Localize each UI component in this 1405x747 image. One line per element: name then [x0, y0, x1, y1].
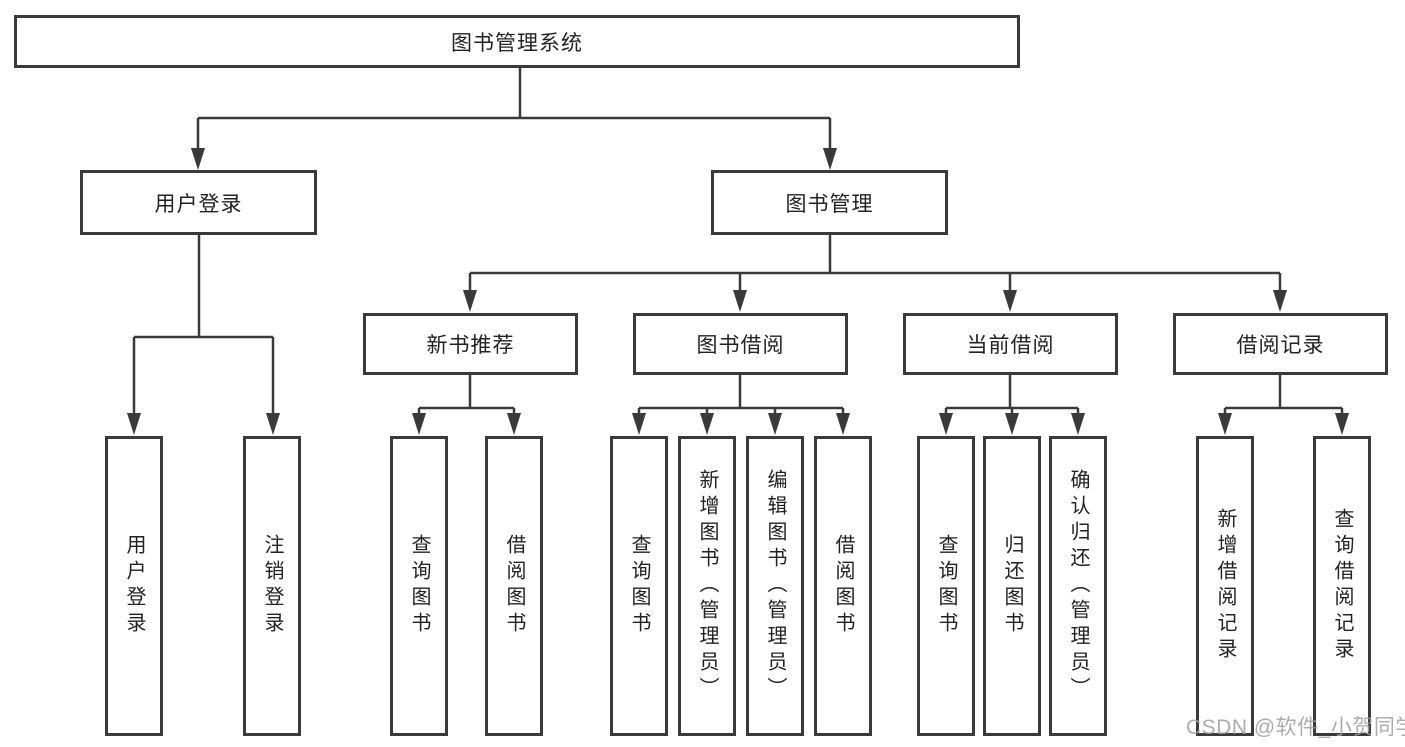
connector-bookmgmt-to-level3	[468, 235, 1282, 291]
leaf-user-login: 用户登录	[105, 436, 163, 736]
leaf-br-add-borrow-record-label: 新增借阅记录	[1214, 508, 1236, 664]
new-book-recommendation-label: 新书推荐	[426, 334, 515, 357]
leaf-cb-query-books-label: 查询图书	[935, 534, 957, 638]
arrowhead-icon	[700, 413, 714, 435]
node-current-borrowing: 当前借阅	[903, 313, 1118, 375]
leaf-br-query-borrow-record: 查询借阅记录	[1313, 436, 1371, 736]
arrowhead-icon	[191, 148, 205, 170]
arrowhead-icon	[463, 290, 477, 312]
connector-records-to-leaves	[1223, 375, 1344, 414]
arrowhead-icon	[939, 413, 953, 435]
leaf-cb-query-books: 查询图书	[917, 436, 975, 736]
connector-newbook-to-leaves	[417, 375, 516, 414]
user-login-label: 用户登录	[154, 192, 243, 216]
arrowhead-icon	[836, 413, 850, 435]
arrowhead-icon	[127, 413, 141, 435]
leaf-logout: 注销登录	[243, 436, 301, 736]
connector-bookborrow-to-leaves	[637, 375, 845, 414]
leaf-user-login-label: 用户登录	[123, 534, 145, 638]
book-management-label: 图书管理	[785, 192, 874, 216]
arrowhead-icon	[1335, 413, 1349, 435]
arrowhead-icon	[1005, 413, 1019, 435]
leaf-br-query-borrow-record-label: 查询借阅记录	[1331, 508, 1353, 664]
leaf-bb-borrow-books: 借阅图书	[814, 436, 872, 736]
leaf-nb-borrow-books: 借阅图书	[485, 436, 543, 736]
arrowhead-icon	[412, 413, 426, 435]
leaf-bb-borrow-books-label: 借阅图书	[832, 534, 854, 638]
current-borrowing-label: 当前借阅	[966, 334, 1055, 357]
leaf-nb-query-books-label: 查询图书	[408, 534, 430, 638]
csdn-watermark: CSDN @软件_小贺同学	[1186, 716, 1405, 739]
connector-root-to-level2	[196, 68, 832, 150]
leaf-cb-confirm-return-admin: 确认归还（管理员）	[1049, 436, 1107, 736]
arrowhead-icon	[733, 290, 747, 312]
leaf-cb-confirm-return-admin-label: 确认归还（管理员）	[1067, 469, 1089, 703]
leaf-nb-query-books: 查询图书	[390, 436, 448, 736]
node-book-borrowing: 图书借阅	[633, 313, 848, 375]
leaf-cb-return-books: 归还图书	[983, 436, 1041, 736]
arrowhead-icon	[1003, 290, 1017, 312]
leaf-nb-borrow-books-label: 借阅图书	[503, 534, 525, 638]
book-borrowing-label: 图书借阅	[696, 334, 785, 357]
leaf-cb-return-books-label: 归还图书	[1001, 534, 1023, 638]
arrowhead-icon	[266, 413, 280, 435]
arrowhead-icon	[507, 413, 521, 435]
leaf-logout-label: 注销登录	[261, 534, 283, 638]
node-borrowing-records: 借阅记录	[1173, 313, 1388, 375]
leaf-bb-query-books-label: 查询图书	[628, 534, 650, 638]
node-user-login: 用户登录	[80, 170, 317, 235]
arrowhead-icon	[1218, 413, 1232, 435]
borrowing-records-label: 借阅记录	[1236, 334, 1325, 357]
connector-currentborrow-to-leaves	[944, 375, 1080, 414]
leaf-bb-query-books: 查询图书	[610, 436, 668, 736]
arrowhead-icon	[768, 413, 782, 435]
node-new-book-recommendation: 新书推荐	[363, 313, 578, 375]
arrowhead-icon	[632, 413, 646, 435]
leaf-br-add-borrow-record: 新增借阅记录	[1196, 436, 1254, 736]
root-title-label: 图书管理系统	[451, 31, 583, 55]
leaf-bb-add-books-admin: 新增图书（管理员）	[678, 436, 736, 736]
connector-userlogin-to-leaves	[132, 235, 275, 414]
arrowhead-icon	[1071, 413, 1085, 435]
node-root-title: 图书管理系统	[14, 15, 1020, 68]
leaf-bb-edit-books-admin-label: 编辑图书（管理员）	[764, 469, 786, 703]
node-book-management: 图书管理	[711, 170, 948, 235]
arrowhead-icon	[823, 148, 837, 170]
arrowhead-icon	[1273, 290, 1287, 312]
leaf-bb-add-books-admin-label: 新增图书（管理员）	[696, 469, 718, 703]
leaf-bb-edit-books-admin: 编辑图书（管理员）	[746, 436, 804, 736]
